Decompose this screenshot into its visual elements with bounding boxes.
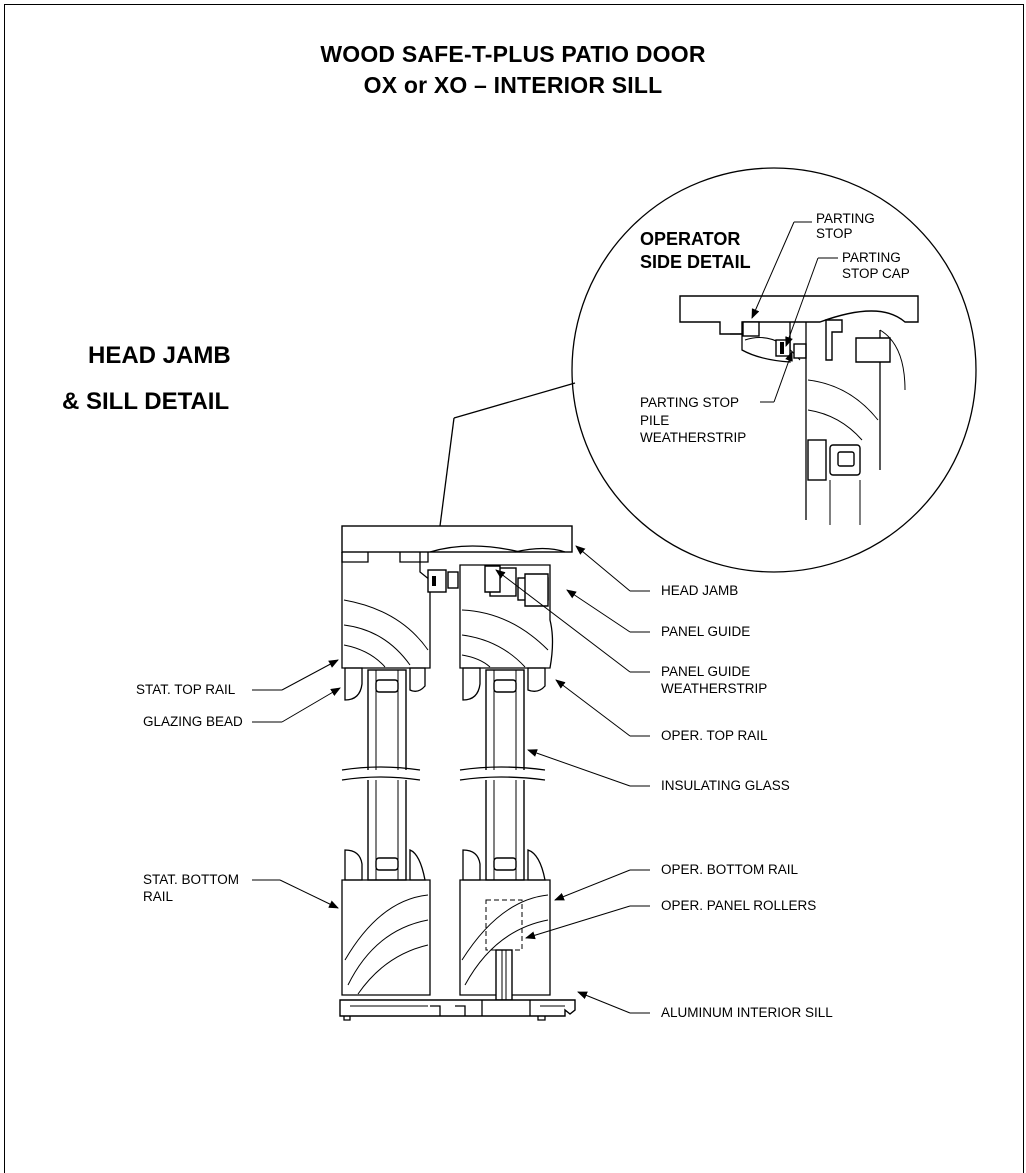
label-panel-guide: PANEL GUIDE — [661, 624, 751, 639]
operating-glazing-beads — [462, 667, 546, 881]
operating-bottom-rail — [459, 879, 551, 996]
label-glazing-bead: GLAZING BEAD — [143, 714, 243, 729]
label-parting-stop-line-1: PARTING — [816, 211, 875, 226]
label-head-jamb: HEAD JAMB — [661, 583, 739, 598]
stationary-insulating-glass — [341, 669, 421, 881]
label-insulating-glass: INSULATING GLASS — [661, 778, 790, 793]
label-panel-guide-weatherstrip-line-2: WEATHERSTRIP — [661, 681, 768, 696]
aluminum-interior-sill — [339, 999, 576, 1021]
label-oper-panel-rollers: OPER. PANEL ROLLERS — [661, 898, 817, 913]
title-line-2: OX or XO – INTERIOR SILL — [363, 72, 663, 98]
label-oper-bottom-rail: OPER. BOTTOM RAIL — [661, 862, 799, 877]
label-oper-top-rail: OPER. TOP RAIL — [661, 728, 768, 743]
inset-operating-panel — [805, 319, 906, 525]
panel-guide — [484, 565, 549, 607]
head-jamb — [341, 525, 573, 563]
label-pile-weatherstrip-line-1: PARTING STOP — [640, 395, 740, 410]
label-parting-stop-line-2: STOP — [816, 226, 853, 241]
sheet-border — [4, 4, 1024, 1173]
label-panel-guide-weatherstrip-line-1: PANEL GUIDE — [661, 664, 751, 679]
label-pile-weatherstrip-line-2: PILE — [640, 413, 670, 428]
stationary-bottom-rail — [341, 879, 431, 996]
label-stat-bottom-rail-line-2: RAIL — [143, 889, 174, 904]
inset-heading-line-1: OPERATOR — [640, 229, 741, 249]
operator-side-detail-circle — [439, 167, 977, 573]
label-aluminum-interior-sill: ALUMINUM INTERIOR SILL — [661, 1005, 833, 1020]
stationary-top-rail — [341, 552, 431, 669]
label-parting-stop-cap-line-2: STOP CAP — [842, 266, 910, 281]
section-heading-line-2: & SILL DETAIL — [62, 388, 230, 415]
label-stat-top-rail: STAT. TOP RAIL — [136, 682, 236, 697]
inset-heading-line-2: SIDE DETAIL — [640, 252, 751, 272]
label-parting-stop-cap-line-1: PARTING — [842, 250, 901, 265]
label-stat-bottom-rail-line-1: STAT. BOTTOM — [143, 872, 240, 887]
label-pile-weatherstrip-line-3: WEATHERSTRIP — [640, 430, 747, 445]
operating-insulating-glass — [459, 669, 546, 881]
leader-lines — [252, 221, 838, 1014]
stationary-parting-stop — [427, 569, 459, 593]
title-line-1: WOOD SAFE-T-PLUS PATIO DOOR — [320, 41, 706, 67]
section-heading-line-1: HEAD JAMB — [88, 342, 231, 369]
operating-panel-roller — [485, 899, 523, 1001]
